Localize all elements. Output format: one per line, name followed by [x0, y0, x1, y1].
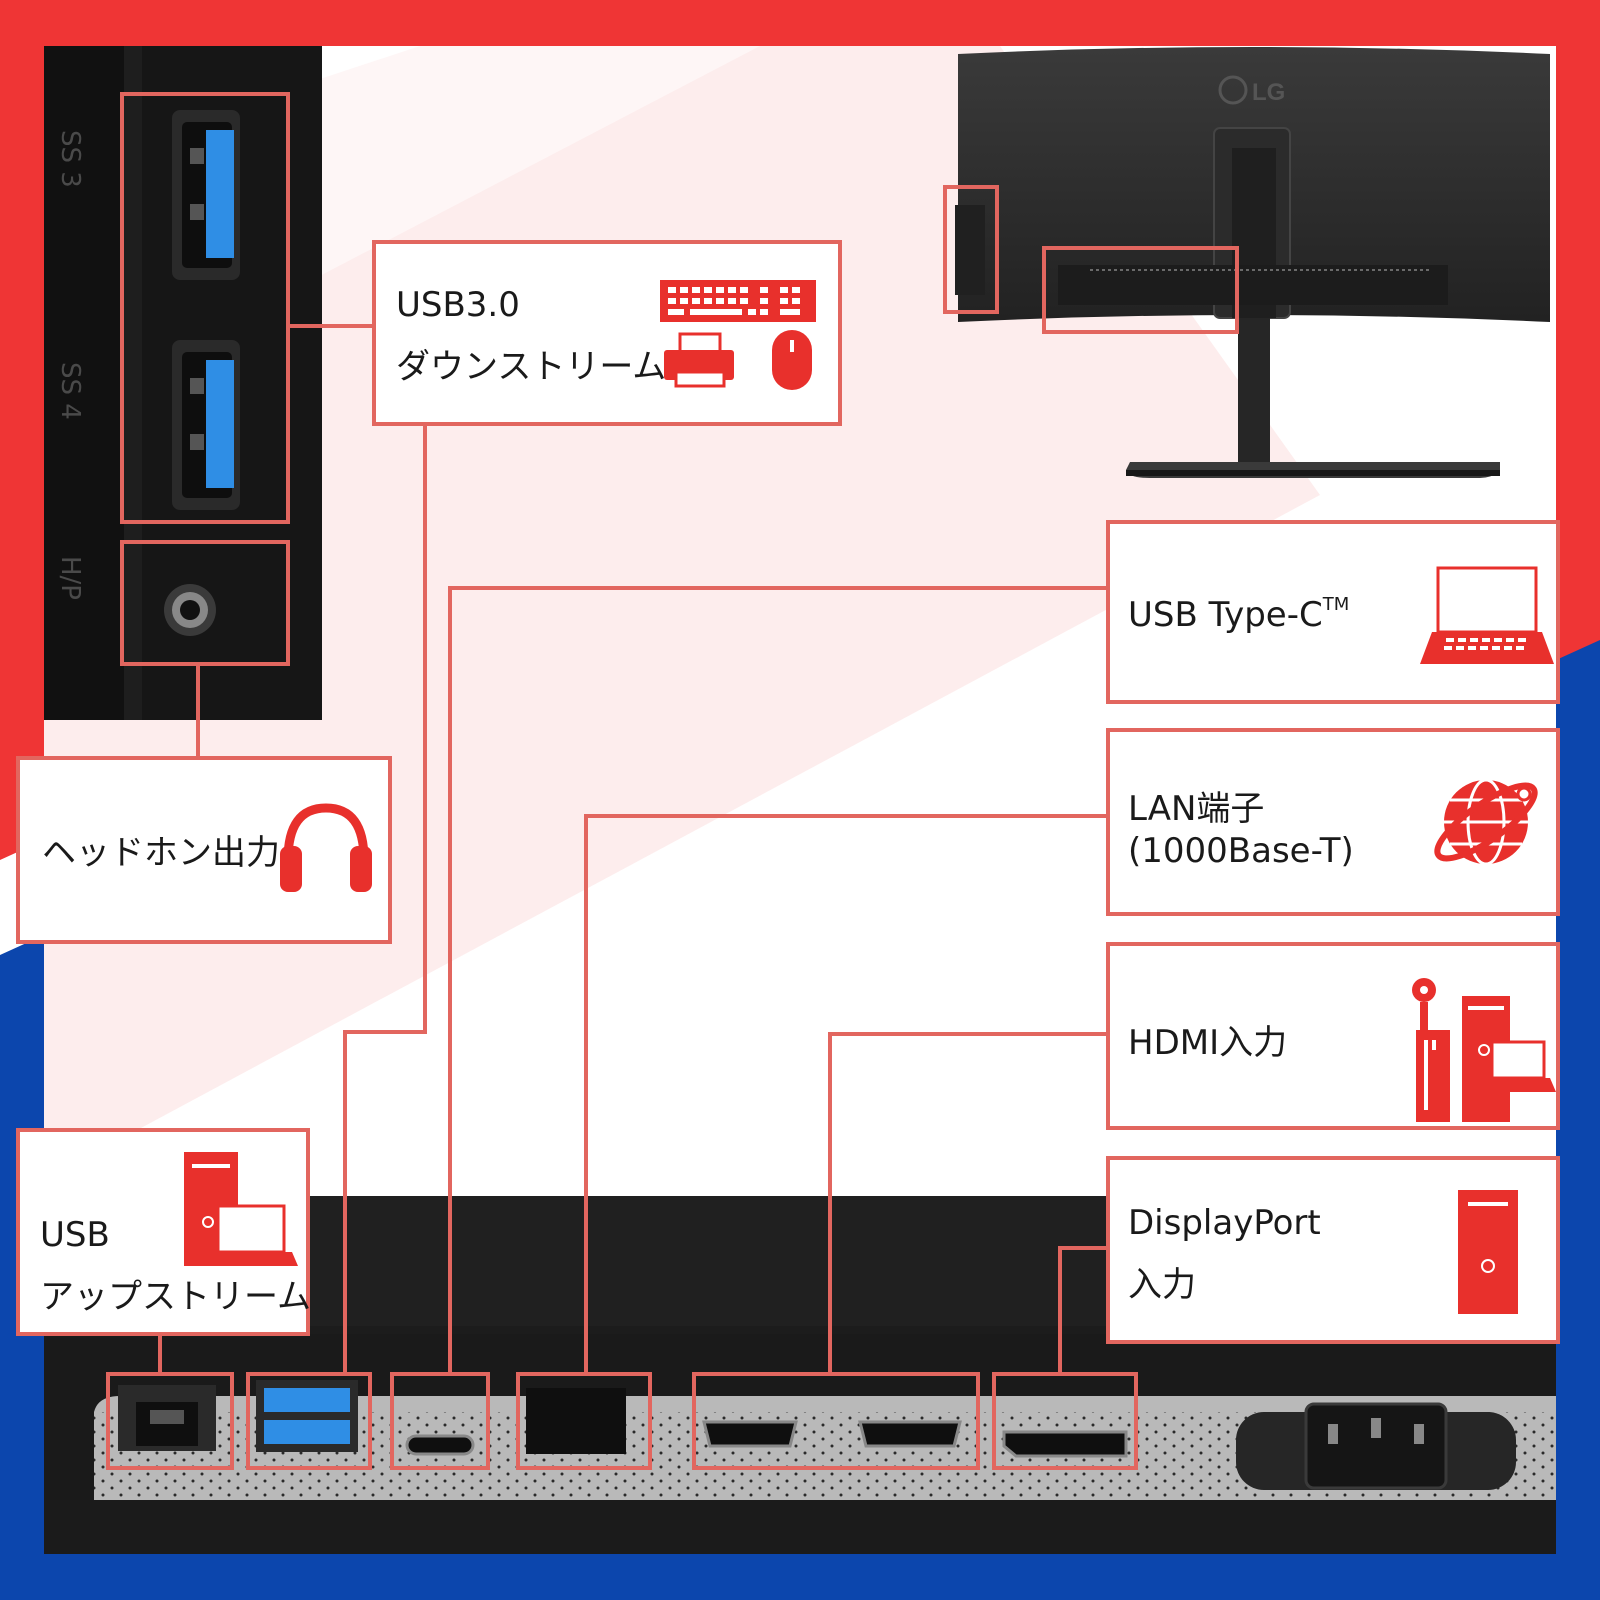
- keyboard-icon: [660, 280, 816, 322]
- side-port-label-ss4: SS 4: [55, 362, 85, 420]
- headphone-label: ヘッドホン出力: [42, 833, 280, 873]
- mouse-icon: [772, 330, 812, 390]
- laptop-icon: [1420, 566, 1554, 664]
- lg-logo: LG: [1252, 79, 1285, 106]
- usb-downstream-title: USB3.0: [396, 285, 520, 325]
- lan-subtitle: (1000Base-T): [1128, 831, 1354, 871]
- callout-hdmi: HDMI入力: [1106, 942, 1560, 1130]
- headphone-marker: [120, 540, 290, 666]
- lan-title: LAN端子: [1128, 789, 1264, 829]
- side-ports-marker: [943, 185, 999, 314]
- pc-tower-icon: [1458, 1190, 1518, 1314]
- usb-downstream-subtitle: ダウンストリーム: [396, 347, 666, 387]
- monitor-rear-image: LG: [943, 47, 1550, 478]
- pc-game-laptop-icon: [1412, 978, 1556, 1122]
- usb-upstream-title: USB: [40, 1215, 110, 1255]
- headphones-icon: [280, 803, 372, 892]
- callout-lan: LAN端子 (1000Base-T): [1106, 728, 1560, 916]
- callout-usb-downstream: USB3.0 ダウンストリーム: [372, 240, 842, 426]
- usb-c-marker: [390, 1372, 490, 1470]
- connector-lines: [158, 324, 1108, 1374]
- side-port-label-ss3: SS 3: [55, 130, 85, 188]
- usb-upstream-marker: [106, 1372, 234, 1470]
- hdmi-label: HDMI入力: [1128, 1023, 1287, 1063]
- displayport-title: DisplayPort: [1128, 1203, 1321, 1243]
- callout-usb-upstream: USB アップストリーム: [16, 1128, 311, 1336]
- callout-headphone: ヘッドホン出力: [16, 756, 392, 944]
- hdmi-marker: [692, 1372, 980, 1470]
- globe-network-icon: [1434, 778, 1538, 866]
- printer-icon: [664, 332, 734, 388]
- usb-type-c-label: USB Type-CTM: [1128, 594, 1349, 635]
- pc-tower-laptop-icon: [184, 1152, 298, 1266]
- displayport-marker: [992, 1372, 1138, 1470]
- side-port-label-hp: H/P: [55, 556, 85, 600]
- usb-a-rear-marker: [246, 1372, 372, 1470]
- displayport-subtitle: 入力: [1128, 1265, 1196, 1305]
- side-panel-image: SS 3 SS 4 H/P: [44, 46, 322, 720]
- usb-upstream-subtitle: アップストリーム: [40, 1277, 311, 1317]
- callout-displayport: DisplayPort 入力: [1106, 1156, 1560, 1344]
- callout-usb-type-c: USB Type-CTM: [1106, 520, 1560, 704]
- rear-ports-marker: [1042, 246, 1239, 334]
- usb-downstream-marker: [120, 92, 290, 524]
